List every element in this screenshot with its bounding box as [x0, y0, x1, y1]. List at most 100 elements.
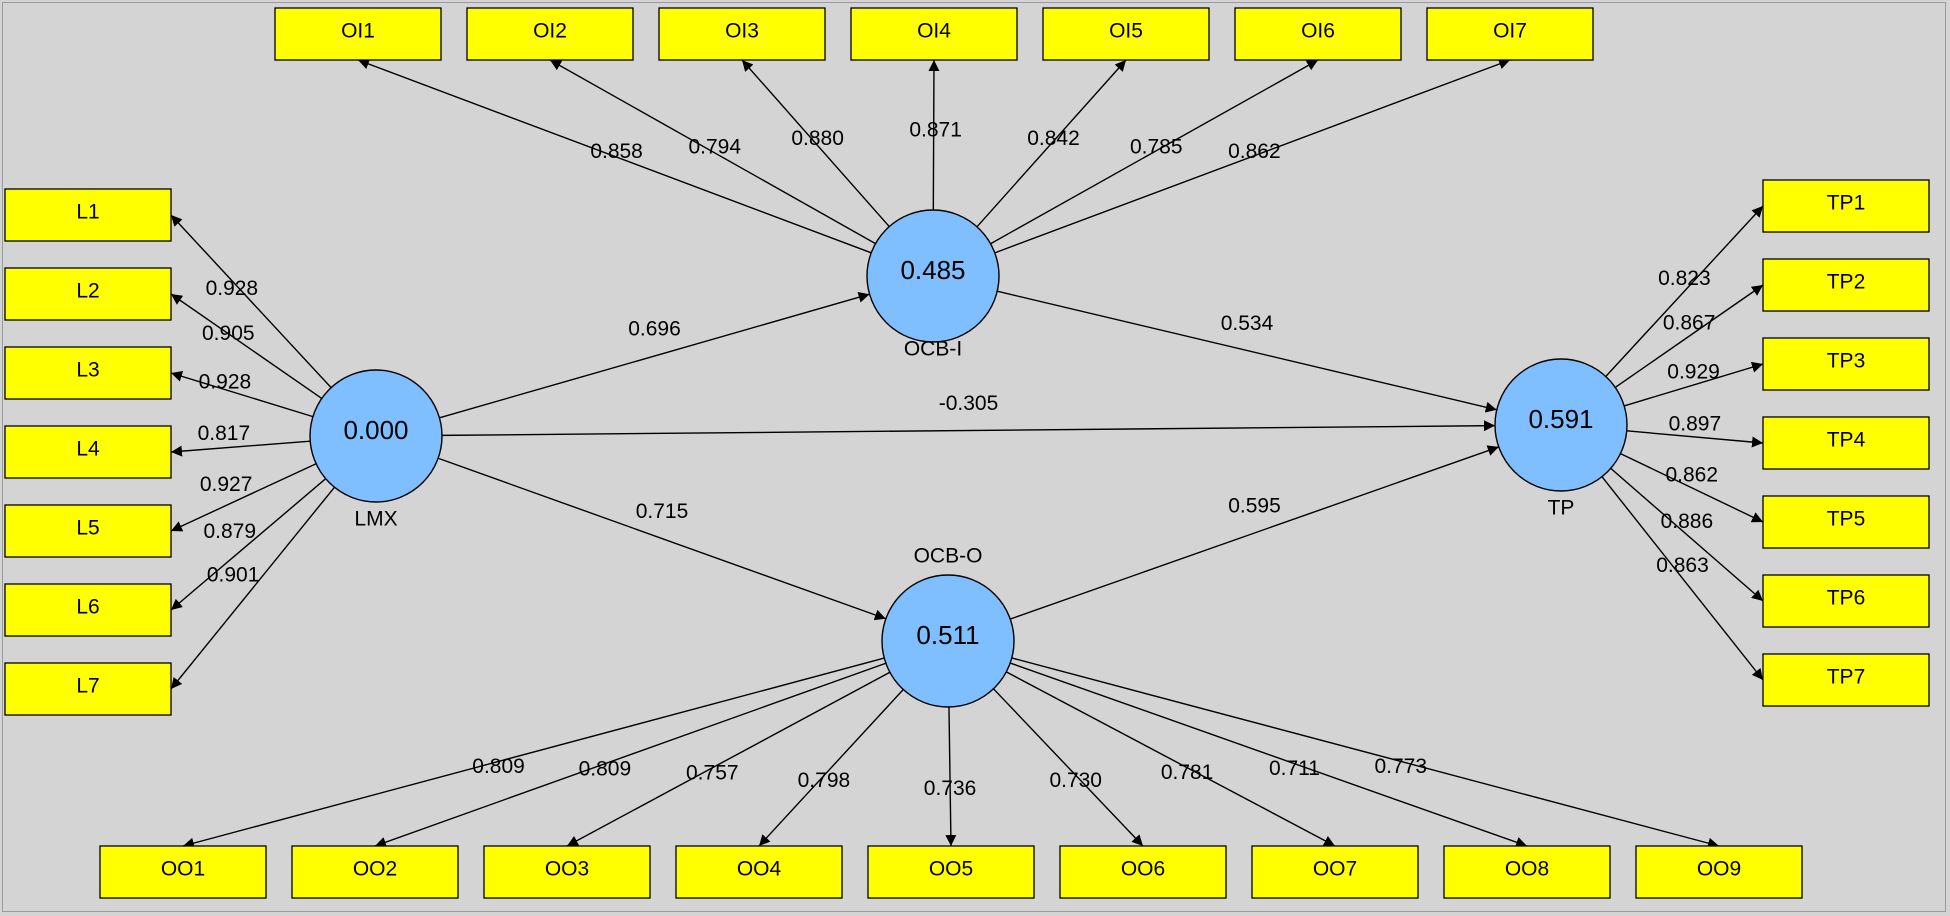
indicator-box-l3[interactable]: L3 [4, 346, 172, 400]
path-coefficient-lmx-ocbi: 0.696 [628, 318, 681, 341]
indicator-label: OO8 [1505, 858, 1549, 881]
indicator-box-l5[interactable]: L5 [4, 504, 172, 558]
indicator-box-l2[interactable]: L2 [4, 267, 172, 321]
indicator-box-tp4[interactable]: TP4 [1762, 416, 1930, 470]
indicator-label: TP4 [1827, 429, 1866, 452]
indicator-box-tp3[interactable]: TP3 [1762, 337, 1930, 391]
indicator-label: TP7 [1827, 666, 1866, 689]
indicator-label: L6 [76, 596, 99, 619]
construct-name: OCB-O [914, 545, 983, 568]
indicator-box-oi3[interactable]: OI3 [658, 7, 826, 61]
indicator-label: L2 [76, 280, 99, 303]
loading-value-tp5: 0.862 [1665, 463, 1718, 486]
loading-arrow-oi5 [976, 59, 1127, 228]
indicator-box-tp2[interactable]: TP2 [1762, 258, 1930, 312]
indicator-box-tp1[interactable]: TP1 [1762, 179, 1930, 233]
indicator-box-tp5[interactable]: TP5 [1762, 495, 1930, 549]
indicator-box-oi4[interactable]: OI4 [850, 7, 1018, 61]
loading-value-oo2: 0.809 [579, 757, 632, 780]
loading-value-l2: 0.905 [202, 322, 255, 345]
indicator-box-oi1[interactable]: OI1 [274, 7, 442, 61]
loading-arrow-tp7 [1601, 476, 1764, 681]
loading-value-oo5: 0.736 [924, 777, 977, 800]
construct-r2-value: 0.591 [1528, 404, 1593, 434]
path-coefficient-lmx-ocbo: 0.715 [636, 500, 689, 523]
loading-value-l7: 0.901 [207, 564, 260, 587]
loading-arrow-oo3 [566, 671, 891, 847]
indicator-label: TP5 [1827, 508, 1866, 531]
construct-ocbo[interactable]: 0.511 OCB-O [881, 545, 1015, 708]
indicator-box-l7[interactable]: L7 [4, 662, 172, 716]
loading-value-tp2: 0.867 [1663, 312, 1716, 335]
indicator-box-oo1[interactable]: OO1 [99, 845, 267, 899]
indicator-box-oo7[interactable]: OO7 [1251, 845, 1419, 899]
indicator-label: OI5 [1109, 20, 1143, 43]
indicator-label: TP3 [1827, 350, 1866, 373]
loading-value-tp6: 0.886 [1661, 510, 1714, 533]
path-arrow-ocbo-tp [1010, 445, 1499, 620]
loading-arrow-oo8 [1009, 662, 1528, 848]
indicator-label: OI3 [725, 20, 759, 43]
loading-value-tp7: 0.863 [1656, 554, 1709, 577]
path-coefficient-ocbo-tp: 0.595 [1228, 495, 1281, 518]
indicator-box-oi7[interactable]: OI7 [1426, 7, 1594, 61]
indicator-label: L5 [76, 517, 99, 540]
indicator-label: TP6 [1827, 587, 1866, 610]
loading-arrow-tp2 [1614, 284, 1764, 388]
loading-arrow-oi1 [357, 58, 872, 254]
loading-value-l3: 0.928 [199, 370, 252, 393]
loading-value-oo9: 0.773 [1374, 755, 1427, 778]
indicator-box-oo5[interactable]: OO5 [867, 845, 1035, 899]
loading-arrow-l6 [170, 478, 327, 611]
construct-r2-value: 0.511 [916, 620, 979, 650]
loading-arrow-oo5 [945, 706, 957, 847]
loading-value-l4: 0.817 [198, 422, 251, 445]
indicator-label: L3 [76, 359, 99, 382]
loading-value-oi5: 0.842 [1027, 127, 1080, 150]
indicator-box-oi6[interactable]: OI6 [1234, 7, 1402, 61]
indicator-label: OO2 [353, 858, 397, 881]
loading-arrow-l5 [170, 463, 317, 532]
indicator-label: OI4 [917, 20, 951, 43]
loading-arrow-oo6 [992, 688, 1144, 847]
indicator-box-l6[interactable]: L6 [4, 583, 172, 637]
indicator-label: OO3 [545, 858, 589, 881]
indicator-box-l4[interactable]: L4 [4, 425, 172, 479]
loading-value-oi2: 0.794 [688, 135, 741, 158]
indicator-box-oo2[interactable]: OO2 [291, 845, 459, 899]
loading-value-oo1: 0.809 [472, 755, 525, 778]
indicator-box-oo8[interactable]: OO8 [1443, 845, 1611, 899]
loading-arrow-oo1 [182, 657, 885, 849]
path-arrow-lmx-tp [441, 420, 1496, 437]
loading-value-tp1: 0.823 [1658, 267, 1711, 290]
indicator-box-tp7[interactable]: TP7 [1762, 653, 1930, 707]
indicator-box-oi2[interactable]: OI2 [466, 7, 634, 61]
indicator-box-oi5[interactable]: OI5 [1042, 7, 1210, 61]
indicator-label: L1 [76, 201, 99, 224]
loading-value-oi3: 0.880 [791, 127, 844, 150]
indicator-box-oo9[interactable]: OO9 [1635, 845, 1803, 899]
indicator-box-tp6[interactable]: TP6 [1762, 574, 1930, 628]
loading-arrow-l2 [170, 293, 323, 399]
indicator-label: OO1 [161, 858, 205, 881]
construct-r2-value: 0.000 [343, 415, 408, 445]
loading-arrow-oi2 [549, 59, 876, 245]
loading-value-oo4: 0.798 [798, 769, 851, 792]
indicator-box-oo3[interactable]: OO3 [483, 845, 651, 899]
loading-arrow-l4 [170, 440, 311, 457]
loading-value-l6: 0.879 [203, 520, 256, 543]
loading-arrow-tp6 [1610, 467, 1764, 602]
construct-name: LMX [354, 508, 397, 531]
indicator-box-oo4[interactable]: OO4 [675, 845, 843, 899]
indicator-label: L4 [76, 438, 100, 461]
path-arrow-ocbi-tp [997, 290, 1497, 413]
indicator-box-l1[interactable]: L1 [4, 188, 172, 242]
indicator-label: OI1 [341, 20, 375, 43]
loading-arrow-l3 [170, 370, 314, 418]
indicator-box-oo6[interactable]: OO6 [1059, 845, 1227, 899]
loading-arrow-oi7 [994, 58, 1511, 254]
